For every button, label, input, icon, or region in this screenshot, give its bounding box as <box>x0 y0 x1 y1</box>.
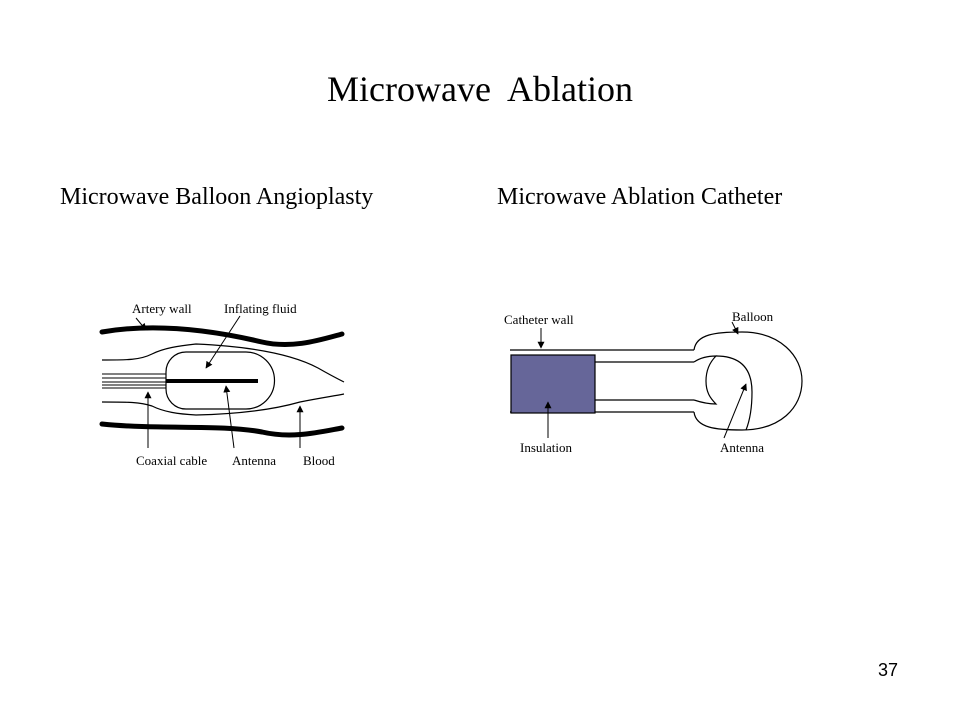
slide-title: Microwave Ablation <box>327 69 633 109</box>
ablation-catheter-diagram: Catheter wall Balloon Insulation Antenna <box>504 309 803 455</box>
label-inflating-fluid: Inflating fluid <box>224 301 297 316</box>
label-antenna-left: Antenna <box>232 453 276 468</box>
left-diagram-title: Microwave Balloon Angioplasty <box>60 184 374 210</box>
label-blood: Blood <box>303 453 335 468</box>
artery-wall-top <box>99 325 345 347</box>
vessel-lumen-bottom <box>101 393 345 416</box>
label-catheter-wall: Catheter wall <box>504 312 574 327</box>
label-coaxial-cable: Coaxial cable <box>136 453 207 468</box>
balloon-angioplasty-diagram: Artery wall Inflating fluid Coaxial cabl… <box>99 301 345 468</box>
artery-wall-bottom <box>99 421 345 438</box>
page-number: 37 <box>877 660 899 680</box>
insulation-block <box>510 354 596 414</box>
vessel-lumen-top <box>101 343 345 383</box>
label-artery-wall: Artery wall <box>132 301 192 316</box>
antenna-curve <box>715 355 753 431</box>
balloon-outline <box>693 331 803 431</box>
label-balloon: Balloon <box>732 309 774 324</box>
label-antenna-right: Antenna <box>720 440 764 455</box>
right-diagram-title: Microwave Ablation Catheter <box>497 184 783 210</box>
label-insulation: Insulation <box>520 440 572 455</box>
